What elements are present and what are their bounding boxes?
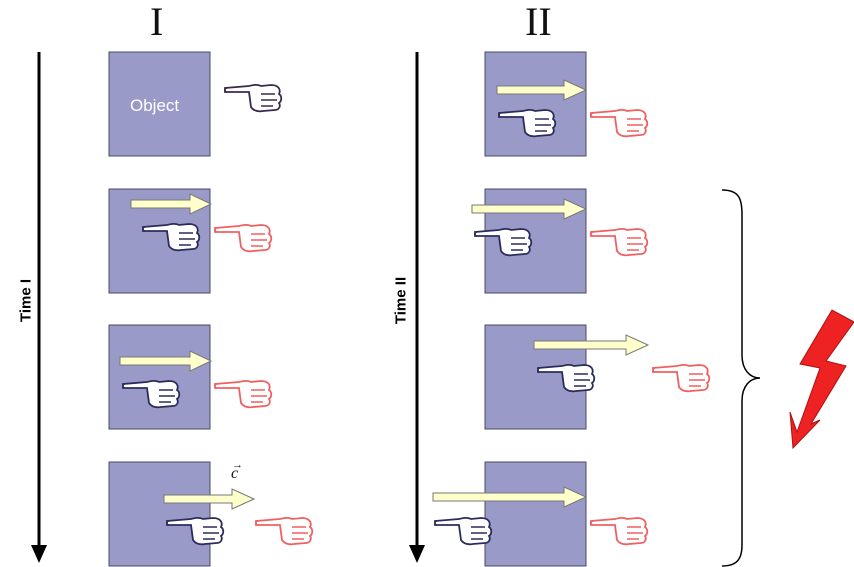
- object-box-2-4: [484, 461, 587, 567]
- pointing-hand-icon: [589, 108, 649, 138]
- light-arrow-2-4: [432, 486, 588, 508]
- object-label: Object: [130, 96, 180, 115]
- object-box-1-3: [108, 324, 211, 430]
- pointing-hand-icon: [213, 223, 273, 253]
- time-axis-label-2: Time II: [392, 276, 410, 325]
- light-arrow-1-2: [130, 193, 213, 215]
- object-box-1-4: [108, 461, 211, 567]
- object-box-1-1: [108, 51, 211, 157]
- light-arrow-2-2: [471, 198, 588, 220]
- pointing-hand-icon: [589, 516, 649, 546]
- time-axis-2-arrowhead: [409, 545, 425, 563]
- pointing-hand-icon: [223, 83, 283, 113]
- light-arrow-1-3: [119, 350, 213, 372]
- vector-symbol: c: [231, 465, 239, 482]
- time-axis-label-1: Time I: [17, 278, 35, 323]
- light-arrow-2-1: [496, 79, 588, 101]
- pointing-hand-icon: [651, 363, 711, 393]
- light-arrow-1-4: [163, 488, 256, 510]
- pointing-hand-icon: [473, 227, 533, 257]
- pointing-hand-icon: [433, 516, 493, 546]
- column-title-1: I: [150, 0, 164, 44]
- vector-arrow-icon: →: [232, 459, 243, 471]
- lightning-bolt-icon: [789, 309, 854, 450]
- light-arrow-2-3: [533, 334, 650, 356]
- object-box-2-1: [484, 51, 587, 157]
- pointing-hand-icon: [254, 516, 314, 546]
- pointing-hand-icon: [213, 379, 273, 409]
- column-title-2: II: [525, 0, 552, 44]
- time-axis-1-arrowhead: [31, 545, 47, 563]
- curly-brace-icon: [721, 189, 761, 567]
- vector-c-label: → c: [231, 459, 243, 483]
- pointing-hand-icon: [589, 227, 649, 257]
